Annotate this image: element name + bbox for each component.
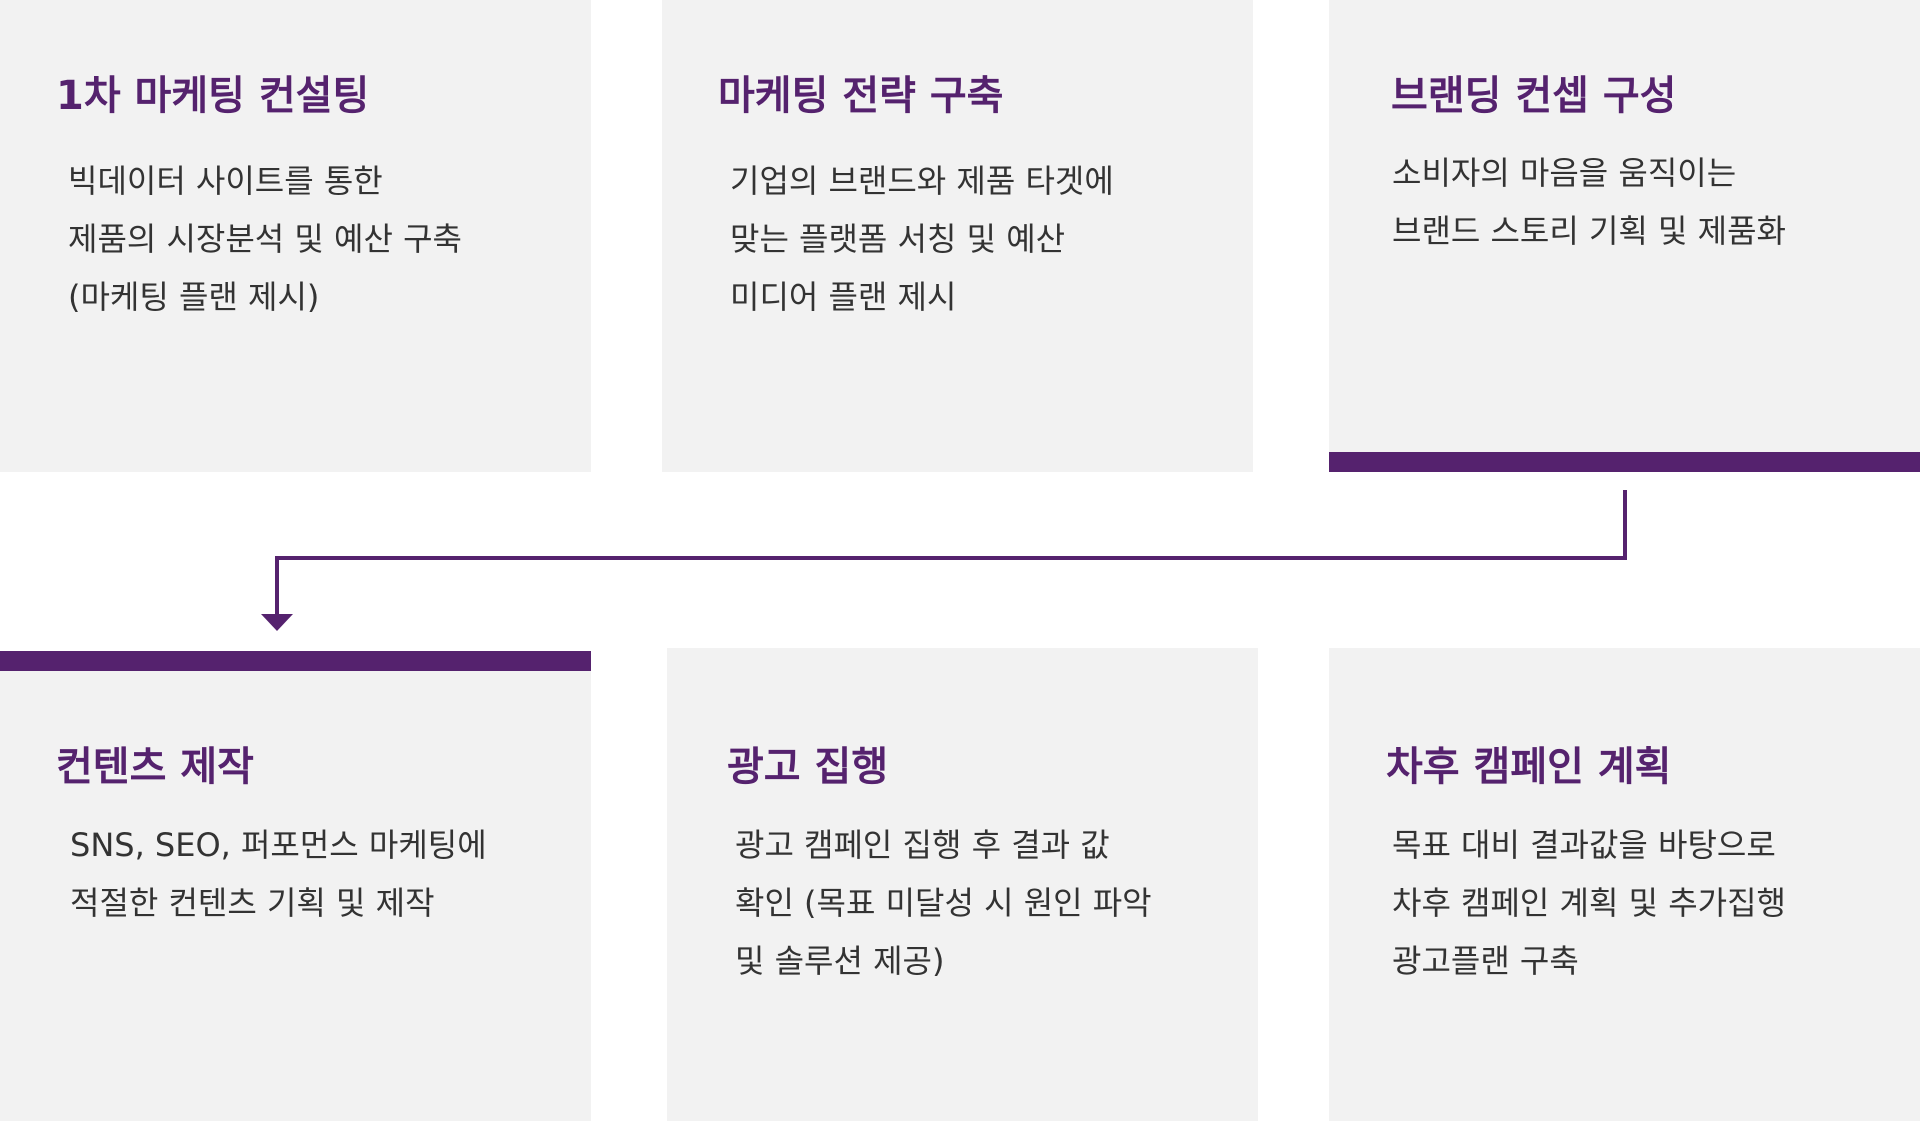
step-description: 기업의 브랜드와 제품 타겟에 맞는 플랫폼 서칭 및 예산 미디어 플랜 제시	[730, 152, 1114, 326]
step-description: 목표 대비 결과값을 바탕으로 차후 캠페인 계획 및 추가집행 광고플랜 구축	[1392, 816, 1786, 990]
step-title: 1차 마케팅 컨설팅	[56, 73, 370, 119]
step-card-1: 1차 마케팅 컨설팅 빅데이터 사이트를 통한 제품의 시장분석 및 예산 구축…	[0, 0, 591, 472]
step-title: 마케팅 전략 구축	[718, 73, 1004, 119]
step-description: 광고 캠페인 집행 후 결과 값 확인 (목표 미달성 시 원인 파악 및 솔루…	[735, 816, 1152, 990]
step-description-line: 목표 대비 결과값을 바탕으로	[1392, 826, 1776, 864]
step-description-line: 적절한 컨텐츠 기획 및 제작	[70, 884, 435, 922]
step-description: SNS, SEO, 퍼포먼스 마케팅에 적절한 컨텐츠 기획 및 제작	[70, 816, 487, 932]
step-description-line: 광고플랜 구축	[1392, 942, 1579, 980]
step-4-accent-bar	[0, 651, 591, 671]
step-description-line: 차후 캠페인 계획 및 추가집행	[1392, 884, 1786, 922]
step-description: 소비자의 마음을 움직이는 브랜드 스토리 기획 및 제품화	[1392, 144, 1786, 260]
step-title: 차후 캠페인 계획	[1386, 744, 1672, 790]
step-title: 컨텐츠 제작	[56, 744, 254, 790]
step-description-line: 확인 (목표 미달성 시 원인 파악	[735, 884, 1152, 922]
step-card-6: 차후 캠페인 계획 목표 대비 결과값을 바탕으로 차후 캠페인 계획 및 추가…	[1329, 648, 1920, 1121]
step-description-line: SNS, SEO, 퍼포먼스 마케팅에	[70, 826, 487, 864]
step-card-4: 컨텐츠 제작 SNS, SEO, 퍼포먼스 마케팅에 적절한 컨텐츠 기획 및 …	[0, 671, 591, 1121]
step-description-line: 맞는 플랫폼 서칭 및 예산	[730, 220, 1066, 258]
step-title: 브랜딩 컨셉 구성	[1391, 73, 1677, 119]
step-description-line: (마케팅 플랜 제시)	[68, 278, 320, 316]
step-description-line: 기업의 브랜드와 제품 타겟에	[730, 162, 1114, 200]
step-description-line: 광고 캠페인 집행 후 결과 값	[735, 826, 1110, 864]
step-card-5: 광고 집행 광고 캠페인 집행 후 결과 값 확인 (목표 미달성 시 원인 파…	[667, 648, 1258, 1121]
step-description-line: 및 솔루션 제공)	[735, 942, 945, 980]
step-description-line: 미디어 플랜 제시	[730, 278, 957, 316]
step-description-line: 소비자의 마음을 움직이는	[1392, 154, 1737, 192]
step-card-3: 브랜딩 컨셉 구성 소비자의 마음을 움직이는 브랜드 스토리 기획 및 제품화	[1329, 0, 1920, 452]
step-3-accent-bar	[1329, 452, 1920, 472]
step-description-line: 빅데이터 사이트를 통한	[68, 162, 383, 200]
step-description-line: 제품의 시장분석 및 예산 구축	[68, 220, 462, 258]
step-title: 광고 집행	[727, 744, 889, 790]
step-description: 빅데이터 사이트를 통한 제품의 시장분석 및 예산 구축 (마케팅 플랜 제시…	[68, 152, 462, 326]
step-description-line: 브랜드 스토리 기획 및 제품화	[1392, 212, 1786, 250]
step-card-2: 마케팅 전략 구축 기업의 브랜드와 제품 타겟에 맞는 플랫폼 서칭 및 예산…	[662, 0, 1253, 472]
